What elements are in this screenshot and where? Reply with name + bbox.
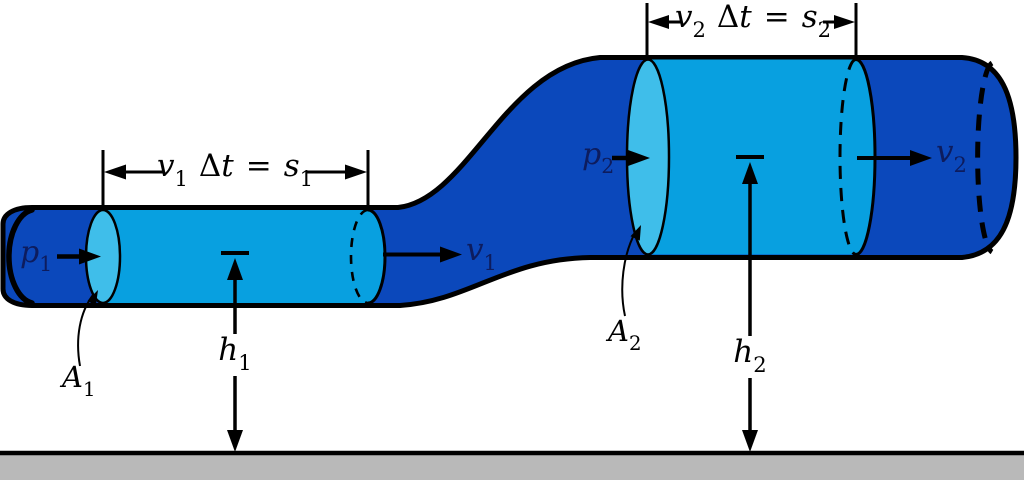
velocity2-label: v2 bbox=[936, 134, 967, 177]
fluid1-right-cap-back-arc bbox=[349, 208, 369, 305]
p2-arrowhead-icon bbox=[628, 150, 650, 166]
v1-arrowhead-icon bbox=[440, 246, 462, 263]
pressure1-label: p1 bbox=[20, 235, 53, 277]
h1-up-arrowhead-icon bbox=[227, 258, 243, 280]
a2-arrowhead-icon bbox=[630, 225, 641, 241]
p1-arrowhead-icon bbox=[79, 248, 101, 265]
area1-label: A1 bbox=[62, 360, 96, 402]
measure2-left-arrowhead-icon bbox=[648, 15, 669, 29]
measure2-right-arrowhead-icon bbox=[834, 15, 855, 29]
pipe-left-rim-arc bbox=[6, 207, 35, 306]
h2-down-arrowhead-icon bbox=[742, 430, 758, 452]
area2-label: A2 bbox=[608, 314, 642, 356]
measure1-left-arrowhead-icon bbox=[104, 164, 126, 180]
pressure2-label: p2 bbox=[582, 137, 615, 179]
height1-label: h1 bbox=[218, 332, 252, 375]
a1-arrowhead-icon bbox=[87, 290, 98, 307]
h1-down-arrowhead-icon bbox=[227, 430, 243, 452]
h2-up-arrowhead-icon bbox=[742, 162, 758, 184]
ground bbox=[0, 455, 1024, 480]
a2-leader-line bbox=[621, 230, 637, 317]
fluid2-right-cap-back-arc bbox=[838, 58, 857, 256]
height2-label: h2 bbox=[733, 334, 767, 377]
measure1-right-arrowhead-icon bbox=[345, 164, 367, 180]
velocity1-label: v1 bbox=[466, 232, 497, 275]
fluid1-volume bbox=[103, 210, 385, 303]
v2-arrowhead-icon bbox=[910, 150, 932, 166]
pipe-right-rim-dashed-arc bbox=[975, 60, 994, 255]
